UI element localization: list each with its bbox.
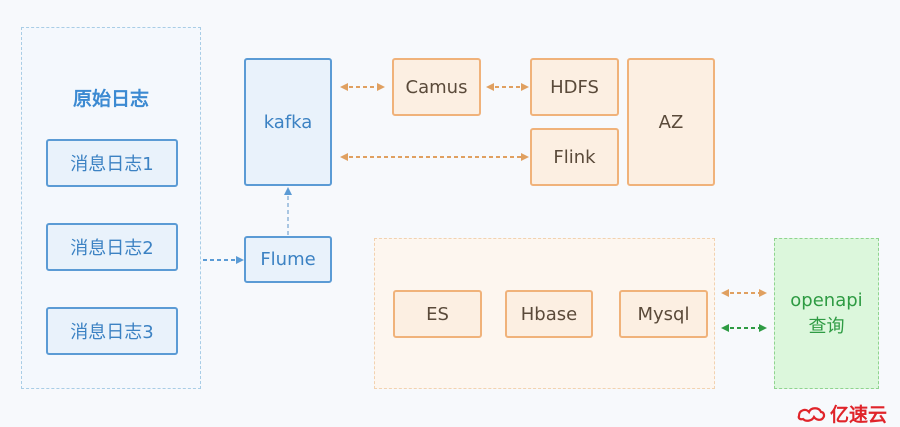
cloud-logo-icon <box>797 406 826 422</box>
raw-log-title: 原始日志 <box>72 88 149 110</box>
az-node: AZ <box>627 58 715 186</box>
hbase-node: Hbase <box>505 290 593 338</box>
logo-text: 亿速云 <box>830 404 888 426</box>
openapi-label-line1: openapi <box>790 290 863 311</box>
log-node-3: 消息日志3 <box>46 307 178 355</box>
log-node-2: 消息日志2 <box>46 223 178 271</box>
mysql-node: Mysql <box>619 290 708 338</box>
kafka-node: kafka <box>244 58 332 186</box>
flink-node: Flink <box>530 128 619 186</box>
openapi-label: openapi 查询 <box>774 288 879 340</box>
log-node-1: 消息日志1 <box>46 139 178 187</box>
hdfs-node: HDFS <box>530 58 619 116</box>
flume-node: Flume <box>244 236 332 283</box>
es-node: ES <box>393 290 482 338</box>
camus-node: Camus <box>392 58 481 116</box>
openapi-group <box>774 238 879 389</box>
openapi-label-line2: 查询 <box>808 316 845 337</box>
brand-logo: 亿速云 <box>796 400 887 427</box>
